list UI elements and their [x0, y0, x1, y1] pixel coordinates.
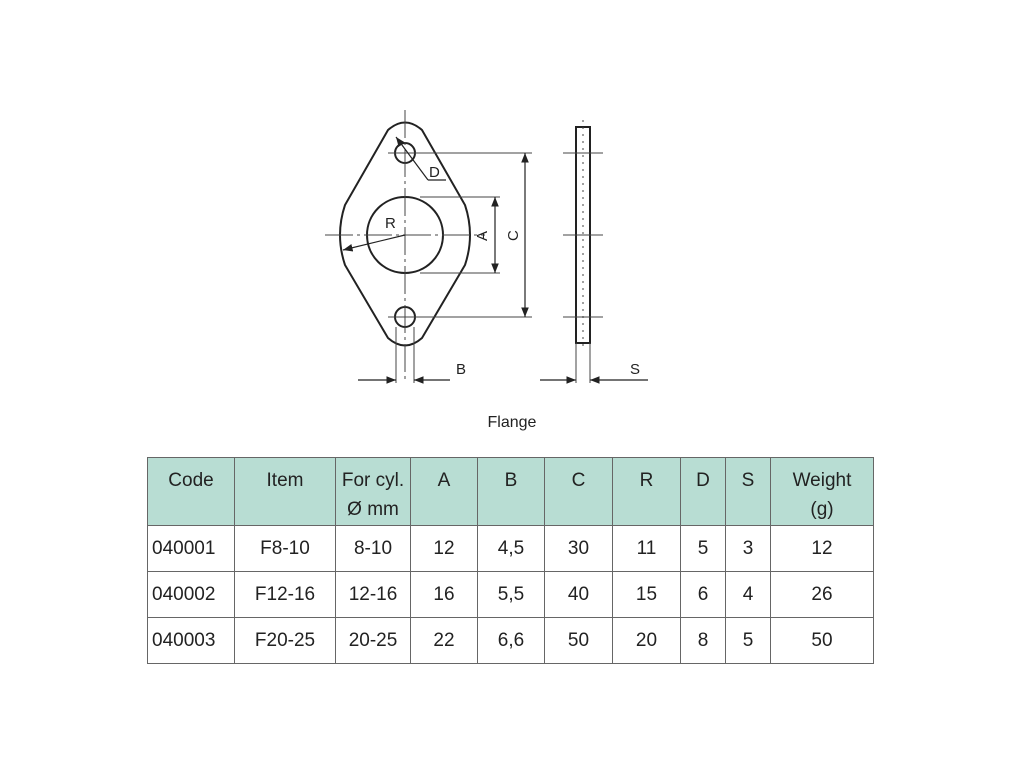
- side-view-lines: [563, 120, 603, 383]
- cell-for-cyl: 8-10: [335, 525, 411, 572]
- table-header-row: Code Item For cyl.Ø mm A B C R D S Weigh…: [147, 457, 874, 526]
- cell-for-cyl: 12-16: [335, 571, 411, 618]
- table-row: 040001 F8-10 8-10 12 4,5 30 11 5 3 12: [147, 525, 874, 572]
- flange-technical-drawing: D R A C B S: [325, 110, 648, 384]
- extension-lines: [395, 152, 532, 383]
- label-s: S: [630, 361, 640, 378]
- label-a: A: [474, 231, 491, 241]
- cell-a: 16: [410, 571, 478, 618]
- flange-outline: [339, 121, 471, 347]
- drawing-caption: Flange: [487, 414, 537, 431]
- header-item: Item: [234, 457, 336, 526]
- cell-b: 6,6: [477, 617, 545, 664]
- label-r: R: [385, 215, 396, 232]
- header-weight: Weight(g): [770, 457, 874, 526]
- table-row: 040003 F20-25 20-25 22 6,6 50 20 8 5 50: [147, 617, 874, 664]
- flange-spec-table: Code Item For cyl.Ø mm A B C R D S Weigh…: [147, 457, 874, 664]
- cell-weight: 12: [770, 525, 874, 572]
- cell-c: 30: [544, 525, 613, 572]
- cell-a: 22: [410, 617, 478, 664]
- cell-s: 5: [725, 617, 771, 664]
- header-r: R: [612, 457, 681, 526]
- center-lines: [325, 110, 485, 380]
- header-c: C: [544, 457, 613, 526]
- table-row: 040002 F12-16 12-16 16 5,5 40 15 6 4 26: [147, 571, 874, 618]
- cell-a: 12: [410, 525, 478, 572]
- dimension-lines: [342, 136, 648, 384]
- cell-d: 8: [680, 617, 726, 664]
- header-code: Code: [147, 457, 235, 526]
- label-c: C: [505, 230, 522, 241]
- cell-b: 4,5: [477, 525, 545, 572]
- cell-c: 50: [544, 617, 613, 664]
- label-d: D: [429, 164, 440, 181]
- cell-r: 11: [612, 525, 681, 572]
- cell-weight: 50: [770, 617, 874, 664]
- header-a: A: [410, 457, 478, 526]
- cell-d: 5: [680, 525, 726, 572]
- cell-s: 4: [725, 571, 771, 618]
- cell-r: 15: [612, 571, 681, 618]
- cell-item: F8-10: [234, 525, 336, 572]
- cell-s: 3: [725, 525, 771, 572]
- cell-r: 20: [612, 617, 681, 664]
- cell-c: 40: [544, 571, 613, 618]
- cell-item: F20-25: [234, 617, 336, 664]
- header-for-cyl: For cyl.Ø mm: [335, 457, 411, 526]
- cell-d: 6: [680, 571, 726, 618]
- header-b: B: [477, 457, 545, 526]
- header-s: S: [725, 457, 771, 526]
- cell-item: F12-16: [234, 571, 336, 618]
- cell-code: 040002: [147, 571, 235, 618]
- cell-code: 040003: [147, 617, 235, 664]
- cell-for-cyl: 20-25: [335, 617, 411, 664]
- cell-weight: 26: [770, 571, 874, 618]
- header-d: D: [680, 457, 726, 526]
- cell-b: 5,5: [477, 571, 545, 618]
- cell-code: 040001: [147, 525, 235, 572]
- dimension-labels: D R A C B S: [385, 164, 640, 378]
- label-b: B: [456, 361, 466, 378]
